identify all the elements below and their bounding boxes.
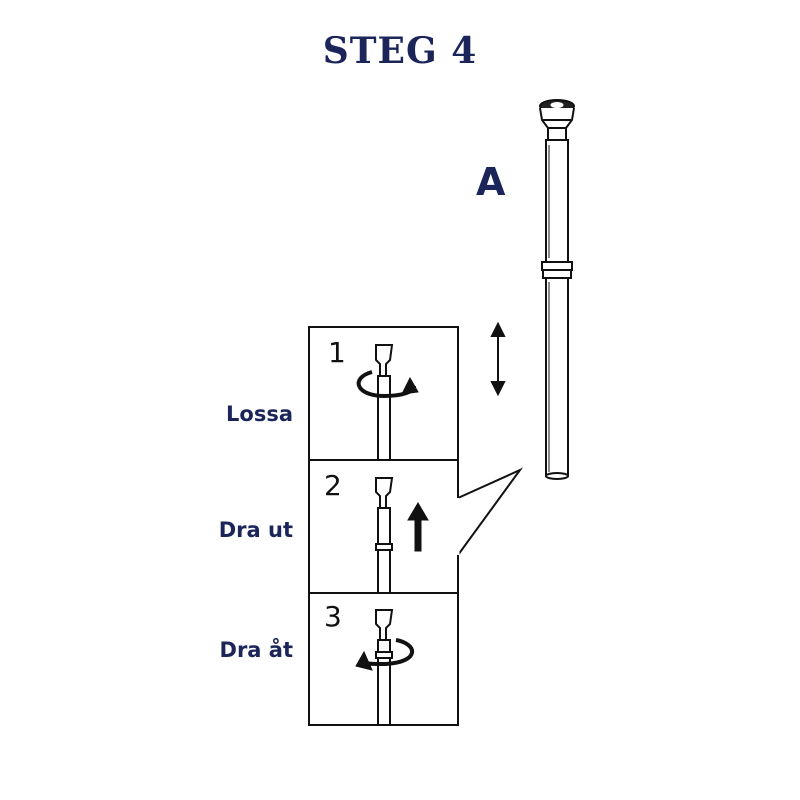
step-3-rod: [375, 609, 394, 726]
step-3-number: 3: [324, 600, 342, 633]
page-title: STEG 4: [322, 30, 478, 72]
step-1-number: 1: [328, 336, 346, 369]
callout-pointer: [457, 467, 524, 556]
part-label-a: A: [476, 160, 506, 204]
step-2-up-arrow-icon: [407, 502, 429, 552]
shower-rod-extended: [539, 99, 575, 480]
step-1-label: Lossa: [226, 402, 293, 426]
step-2-number: 2: [324, 469, 342, 502]
extend-double-arrow-icon: [490, 321, 506, 397]
step-2-rod: [375, 477, 394, 594]
step-1-rotate-arrow-icon: [356, 370, 419, 399]
step-3-label: Dra åt: [219, 638, 293, 662]
step-2-label: Dra ut: [218, 518, 293, 542]
step-3-rotate-arrow-icon: [355, 638, 415, 671]
